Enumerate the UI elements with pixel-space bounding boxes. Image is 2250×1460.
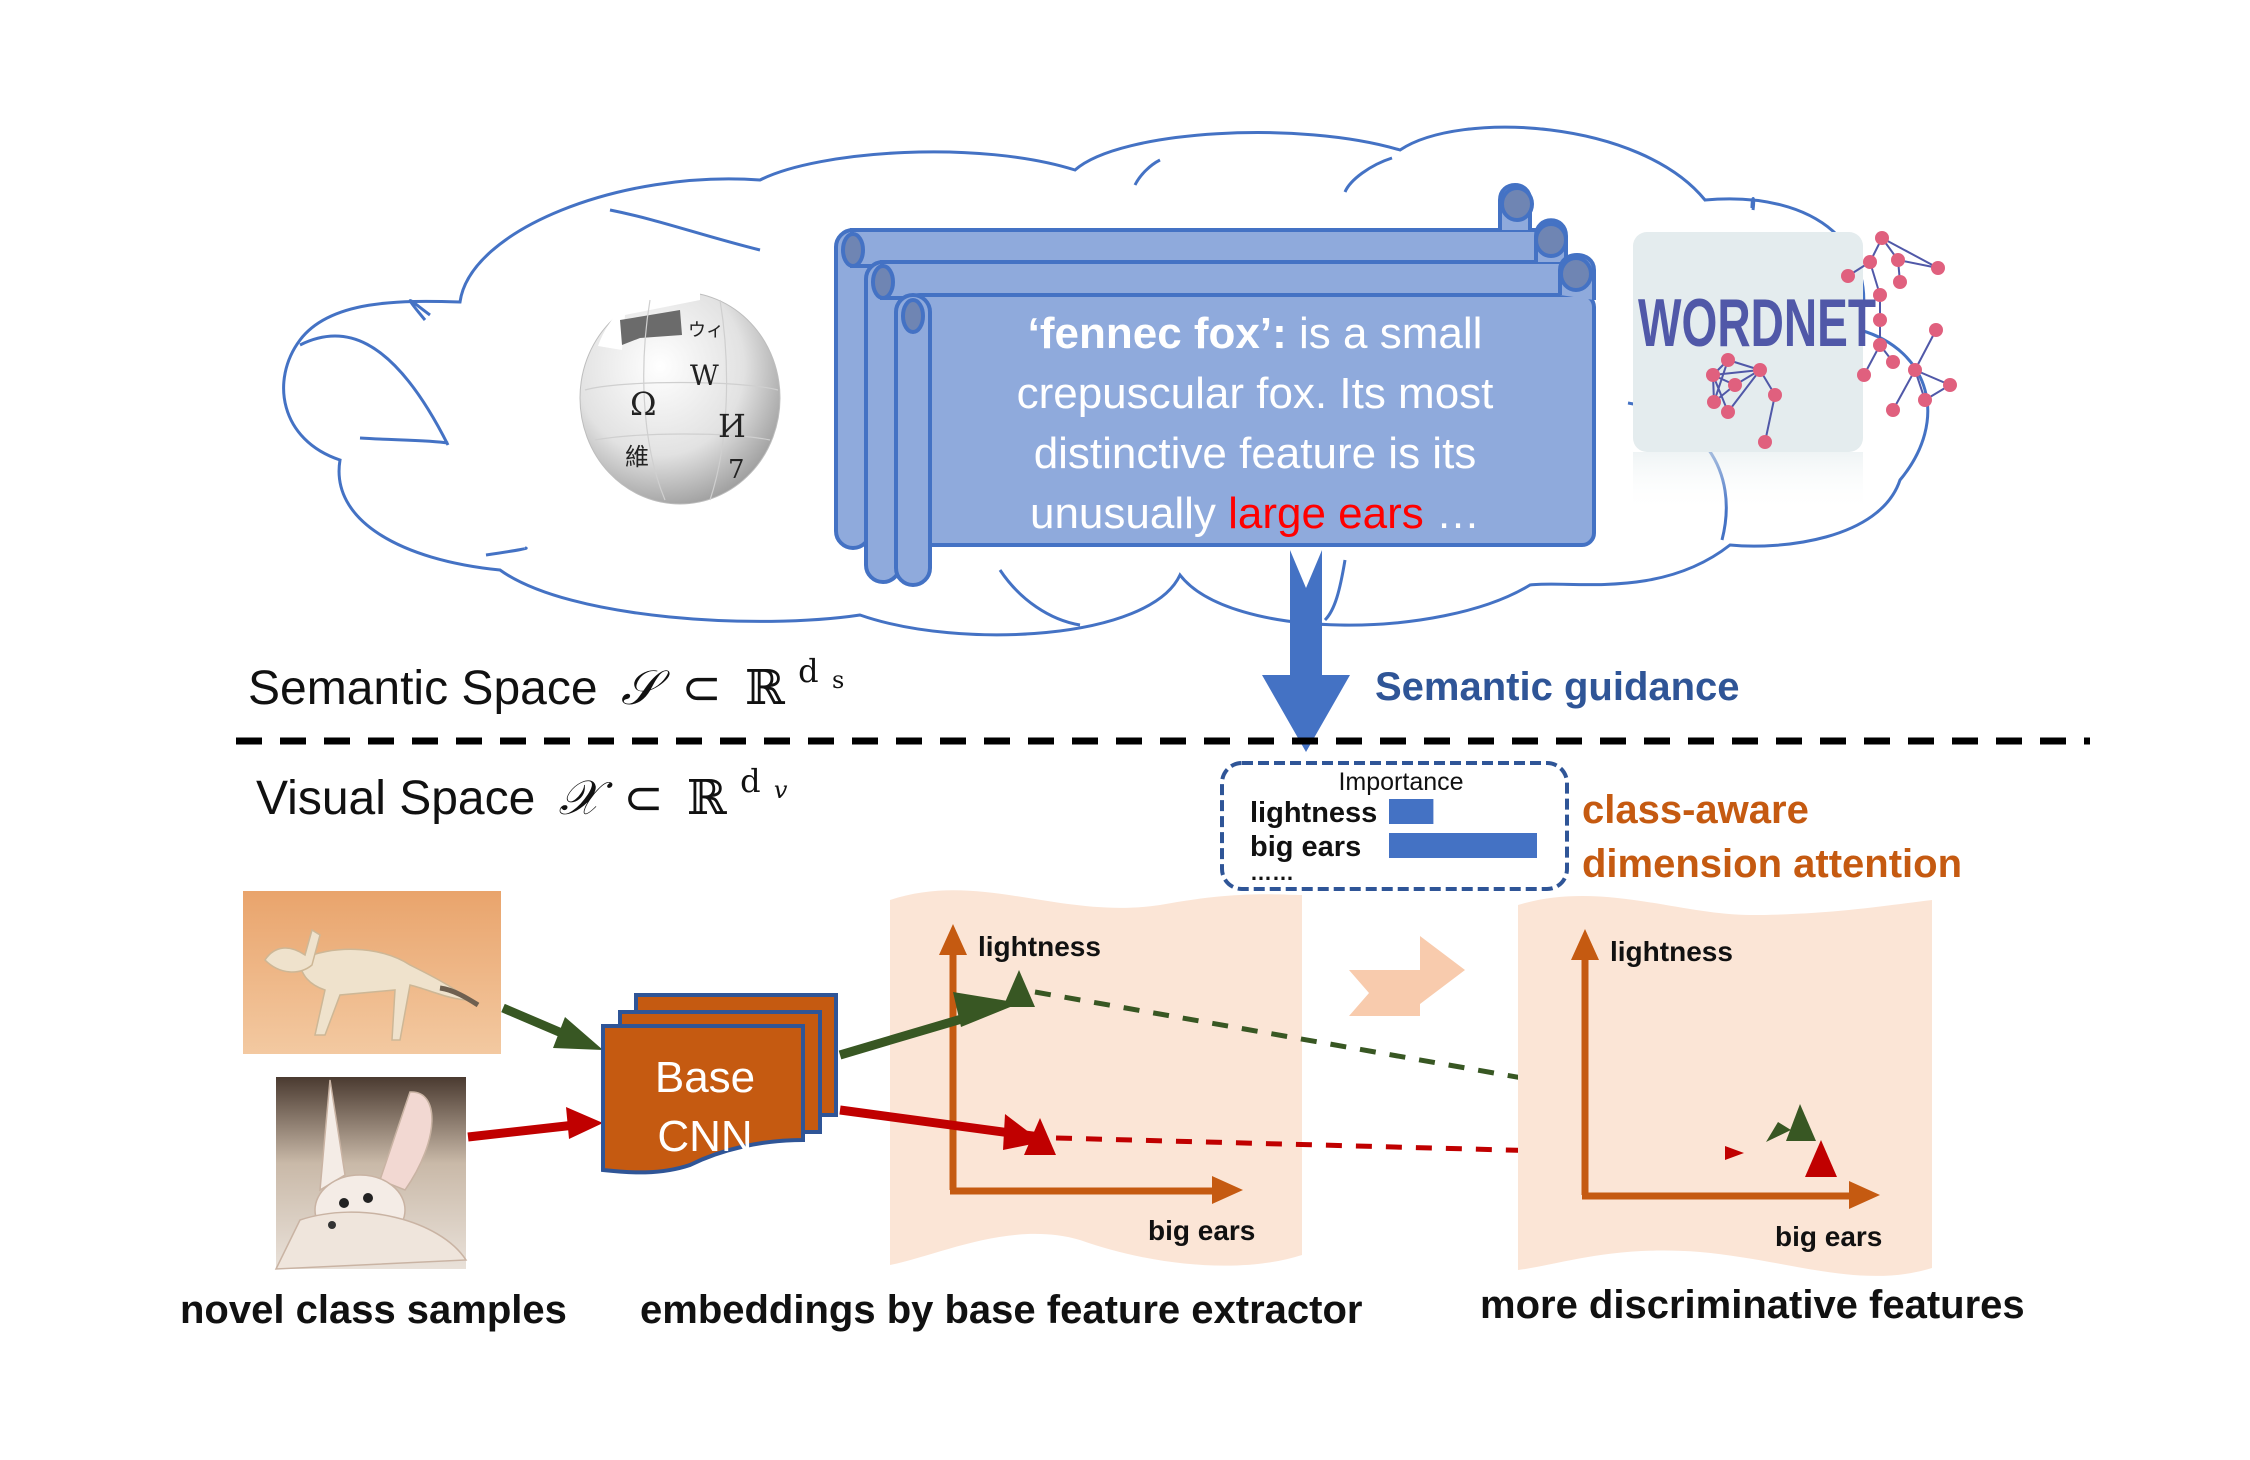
green-arrowhead-icon — [553, 1017, 603, 1050]
base-cnn-label: Base CNN — [655, 1053, 755, 1161]
semantic-space-label: Semantic Space 𝒮 ⊂ ℝ d s — [248, 640, 844, 716]
discriminative-x-axis-label: big ears — [1775, 1221, 1882, 1252]
importance-bar-lightness — [1389, 799, 1434, 824]
reals-symbol: ℝ — [687, 770, 727, 826]
green-feature-point — [1003, 970, 1035, 1007]
embedding-x-axis-label: big ears — [1148, 1215, 1255, 1246]
text-scroll-stack — [834, 183, 1596, 587]
importance-title: Importance — [1338, 768, 1463, 796]
red-discriminative-point — [1805, 1140, 1837, 1177]
attention-label: class-aware dimension attention — [1582, 788, 1962, 886]
x-axis-arrowhead-icon — [1212, 1176, 1243, 1204]
scroll-middle — [864, 218, 1584, 584]
scroll-term: ‘fennec fox’: — [1028, 309, 1287, 358]
attention-label-line-1: class-aware — [1582, 788, 1809, 832]
visual-space-label: Visual Space 𝒳 ⊂ ℝ d v — [256, 750, 788, 826]
scroll-text: ‘fennec fox’: is a small crepuscular fox… — [1017, 309, 1494, 538]
caption-embeddings: embeddings by base feature extractor — [640, 1288, 1362, 1332]
attention-label-line-2: dimension attention — [1582, 842, 1962, 886]
globe-glyph-omega: Ω — [630, 385, 657, 423]
cloud-outline — [282, 125, 1930, 637]
cloud-bump-arc — [1133, 158, 1161, 186]
y-axis-arrowhead-icon — [1571, 929, 1599, 960]
cloud-bump-arc — [485, 546, 528, 557]
svg-text:Semantic Space 𝒮: Semantic Space 𝒮 ⊂ ℝ d s — [248, 640, 844, 716]
dimension-superscript: d — [740, 762, 760, 800]
reals-symbol: ℝ — [745, 660, 785, 716]
globe-glyph-i: И — [718, 407, 746, 445]
semantic-guidance-label: Semantic guidance — [1375, 665, 1740, 709]
semantic-space-symbol: 𝒮 — [621, 660, 671, 716]
cloud-bump-arc — [299, 334, 450, 446]
scroll-front — [894, 253, 1596, 587]
importance-bar-big-ears — [1389, 833, 1537, 858]
importance-box: Importance lightness big ears …… — [1220, 761, 1569, 891]
green-arrowhead-icon — [953, 992, 1020, 1027]
green-discriminative-point — [1786, 1104, 1816, 1141]
importance-row-label: lightness — [1250, 797, 1377, 829]
scroll-line-4: unusually large ears … — [1030, 489, 1480, 538]
caption-discriminative-features: more discriminative features — [1480, 1283, 2025, 1327]
cloud-bump-arc — [408, 299, 431, 321]
cnn-label-line-2: CNN — [657, 1112, 752, 1161]
sample-to-cnn-arrows — [467, 1003, 603, 1142]
red-input-arrow — [467, 1120, 576, 1142]
scroll-line-1-rest: is a small — [1287, 309, 1483, 358]
wordnet-logo-icon: WORDNET — [1633, 231, 1957, 512]
globe-glyph-seven: 7 — [728, 455, 745, 485]
dimension-superscript: d — [798, 652, 818, 690]
embedding-y-axis-label: lightness — [978, 931, 1101, 962]
red-arrowhead-icon — [1725, 1146, 1744, 1160]
importance-row-label: big ears — [1250, 831, 1361, 863]
wikipedia-globe-icon: Ω W И 維 ウィ 7 — [579, 287, 781, 505]
fennec-lying-photo — [274, 1077, 468, 1270]
discriminative-panel: lightness big ears — [1518, 895, 1932, 1276]
cloud-bump-arc — [609, 208, 761, 252]
red-feature-point — [1024, 1118, 1056, 1155]
semantic-space-text: Semantic Space — [248, 662, 598, 715]
red-arrowhead-icon — [566, 1107, 603, 1139]
importance-ellipsis: …… — [1250, 860, 1294, 885]
cloud-bump-arc — [359, 436, 449, 445]
cloud-bump-arc — [1750, 197, 1756, 211]
subset-symbol: ⊂ — [681, 662, 721, 715]
cloud-bump-arc — [998, 569, 1081, 627]
scroll-line-2: crepuscular fox. Its most — [1017, 369, 1494, 418]
discriminative-y-axis-label: lightness — [1610, 936, 1733, 967]
embedding-panel: lightness big ears — [890, 890, 1302, 1266]
green-embedding-arrow — [838, 1010, 977, 1060]
dimension-subscript: s — [832, 666, 844, 694]
cloud-bump-arc — [1323, 559, 1347, 622]
transition-arrow-icon — [1349, 936, 1465, 1016]
visual-space-symbol: 𝒳 — [559, 770, 614, 826]
wordnet-logo-text: WORDNET — [1638, 285, 1876, 361]
subset-symbol: ⊂ — [623, 772, 663, 825]
svg-text:Visual Space 𝒳 ⊂: Visual Space 𝒳 ⊂ ℝ d v — [256, 750, 788, 826]
cloud-bump-arc — [1343, 156, 1393, 193]
globe-glyph-wei: 維 — [625, 443, 649, 471]
globe-glyph-w: W — [690, 359, 719, 392]
scroll-line-1: ‘fennec fox’: is a small — [1028, 309, 1483, 358]
scroll-line-4-pre: unusually — [1030, 489, 1228, 538]
cnn-to-embedding-arrows — [838, 992, 1042, 1150]
scroll-highlight-large-ears: large ears — [1228, 489, 1424, 538]
semantic-guidance-arrow — [1262, 550, 1350, 752]
cnn-label-line-1: Base — [655, 1053, 755, 1102]
cnn-layer-front — [601, 1024, 805, 1175]
green-arrowhead-icon — [1766, 1122, 1791, 1142]
globe-glyph-wi: ウィ — [688, 320, 724, 341]
caption-novel-class-samples: novel class samples — [180, 1288, 567, 1332]
x-axis-arrowhead-icon — [1849, 1181, 1880, 1209]
dimension-subscript: v — [774, 776, 788, 804]
base-cnn-block — [601, 993, 838, 1175]
y-axis-arrowhead-icon — [939, 924, 967, 955]
scroll-line-3: distinctive feature is its — [1034, 429, 1477, 478]
captions: novel class samples embeddings by base f… — [180, 1283, 2025, 1332]
visual-space-text: Visual Space — [256, 772, 535, 825]
red-mapping-line — [1055, 1135, 1809, 1161]
scroll-line-4-post: … — [1424, 489, 1480, 538]
fennec-walking-photo — [243, 891, 501, 1054]
